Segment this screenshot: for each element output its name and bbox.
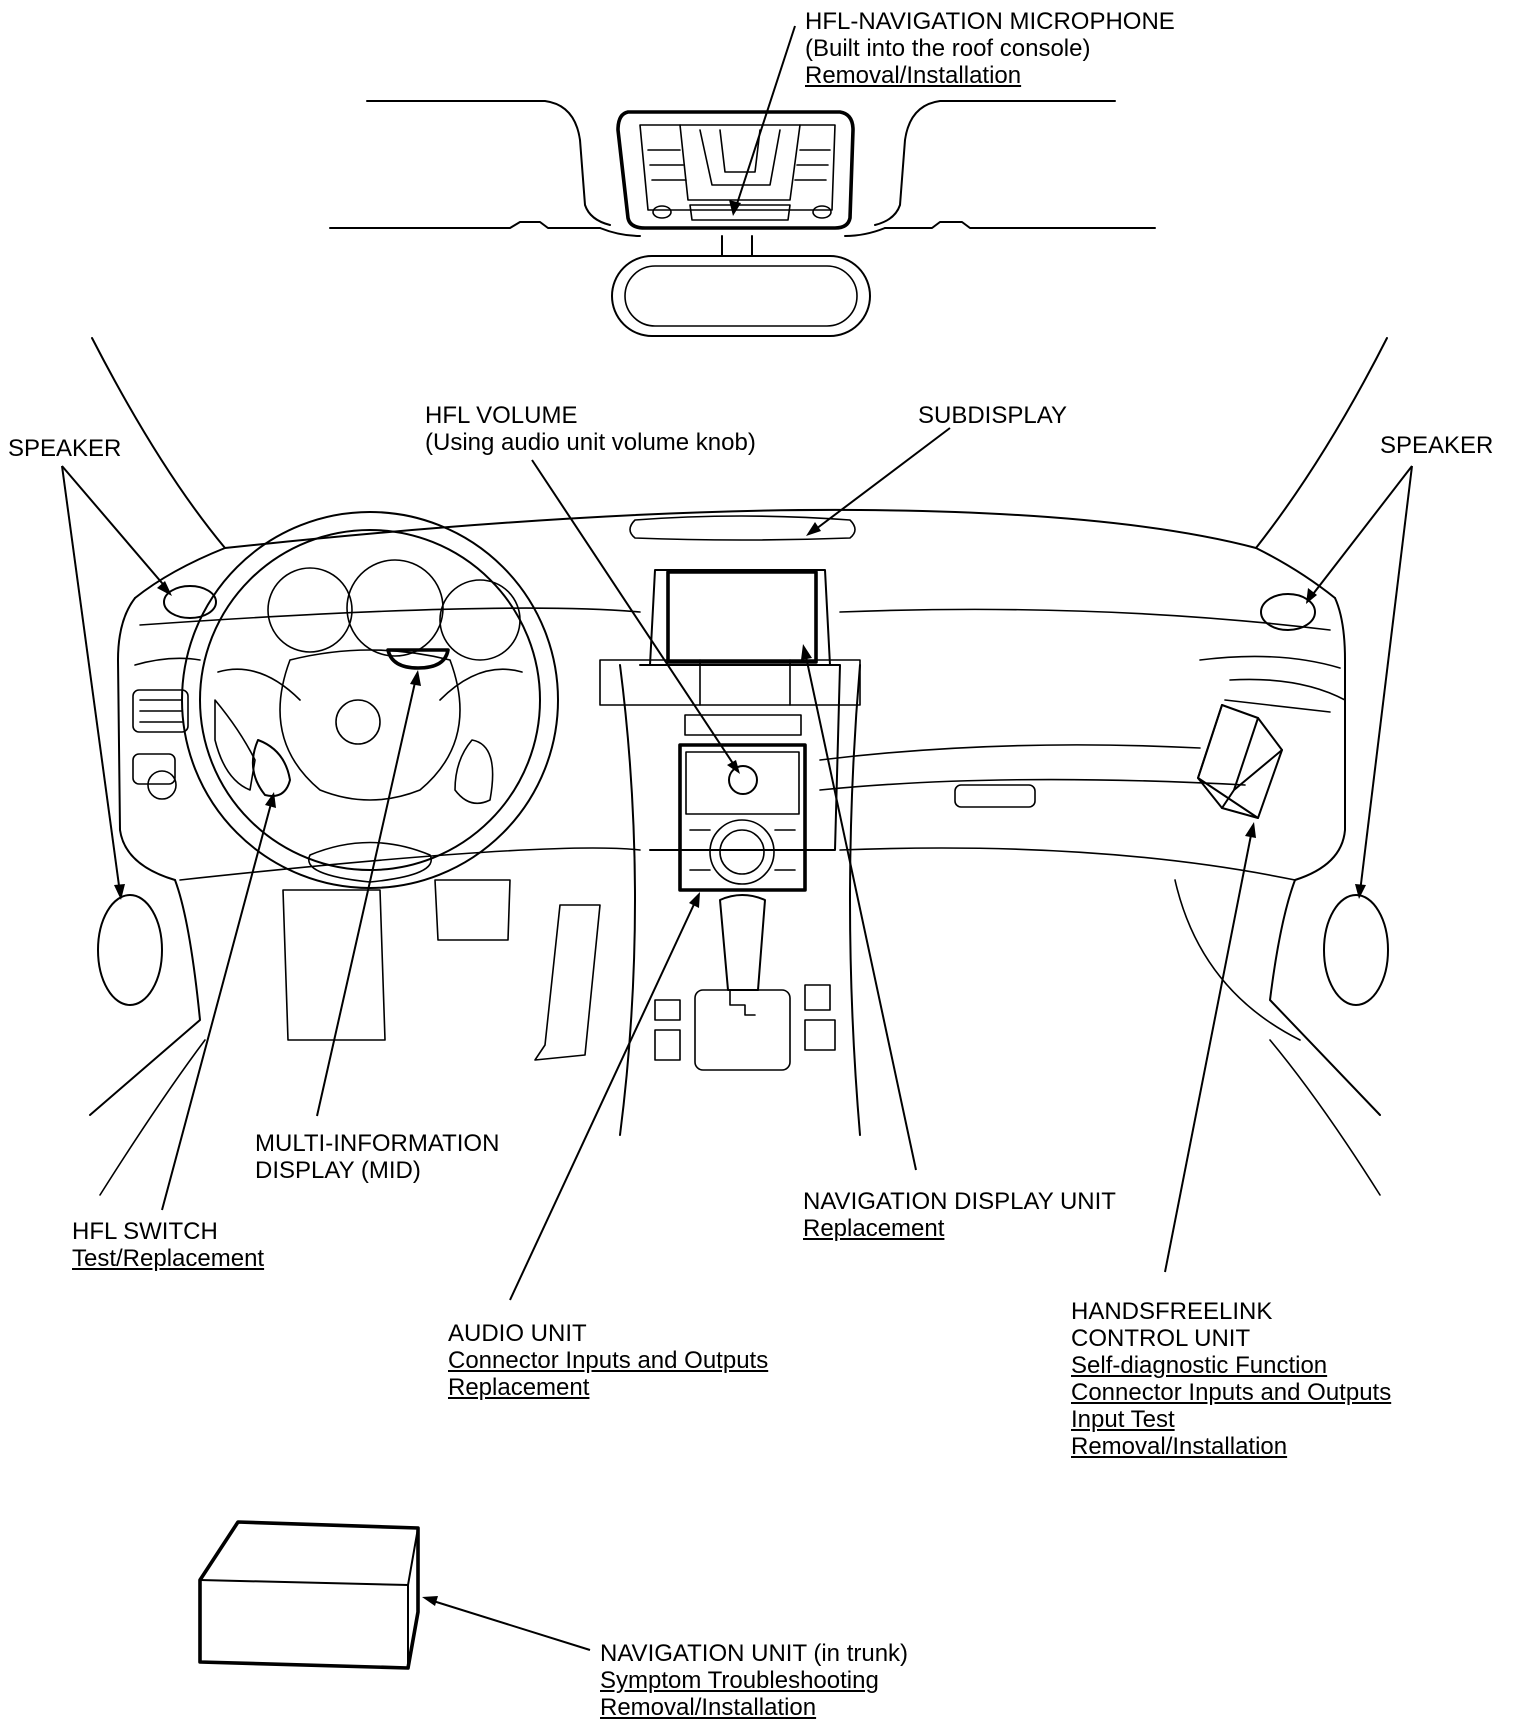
- steering-wheel: [181, 511, 559, 889]
- hfl-control-callout: HANDSFREELINK CONTROL UNIT Self-diagnost…: [1071, 1298, 1391, 1460]
- mid-callout: MULTI-INFORMATION DISPLAY (MID): [255, 1130, 499, 1184]
- hfl-switch-test-link[interactable]: Test/Replacement: [72, 1245, 265, 1272]
- mid-leader: [316, 670, 421, 1117]
- audio-unit-title: AUDIO UNIT: [448, 1320, 587, 1347]
- hfl-control-input-test-link[interactable]: Input Test: [1071, 1406, 1175, 1433]
- hfl-switch-title: HFL SWITCH: [72, 1218, 218, 1245]
- microphone-title: HFL-NAVIGATION MICROPHONE: [805, 8, 1175, 35]
- roof-console-illustration: [329, 100, 1156, 337]
- hfl-volume-note: (Using audio unit volume knob): [425, 429, 756, 456]
- audio-unit-leader: [509, 892, 700, 1301]
- subdisplay-callout: SUBDISPLAY: [918, 402, 1067, 429]
- handsfreelink-control-unit-box: [1197, 704, 1283, 819]
- speaker-left-title: SPEAKER: [8, 435, 122, 462]
- mid-title: MULTI-INFORMATION: [255, 1130, 500, 1157]
- nav-unit-leader: [422, 1596, 591, 1651]
- microphone-removal-link[interactable]: Removal/Installation: [805, 62, 1022, 89]
- audio-unit-connector-link[interactable]: Connector Inputs and Outputs: [448, 1347, 769, 1374]
- nav-unit-troubleshooting-link[interactable]: Symptom Troubleshooting: [600, 1667, 879, 1694]
- mid-title-line2: DISPLAY (MID): [255, 1157, 421, 1184]
- hfl-control-leader: [1164, 822, 1256, 1273]
- nav-display-replacement-link[interactable]: Replacement: [803, 1215, 945, 1242]
- subdisplay-title: SUBDISPLAY: [918, 402, 1067, 429]
- speaker-right-callout: SPEAKER: [1380, 432, 1493, 459]
- hfl-control-title-line2: CONTROL UNIT: [1071, 1325, 1251, 1352]
- subdisplay-leader: [806, 427, 951, 536]
- speaker-right-title: SPEAKER: [1380, 432, 1494, 459]
- speaker-right-leader: [1306, 465, 1413, 899]
- navigation-unit-box: [198, 1520, 420, 1670]
- microphone-callout: HFL-NAVIGATION MICROPHONE (Built into th…: [805, 8, 1175, 89]
- microphone-note: (Built into the roof console): [805, 35, 1091, 62]
- nav-unit-title: NAVIGATION UNIT (in trunk): [600, 1640, 909, 1667]
- hfl-volume-callout: HFL VOLUME (Using audio unit volume knob…: [425, 402, 756, 456]
- hfl-volume-leader: [531, 459, 740, 774]
- speaker-left-callout: SPEAKER: [8, 435, 121, 462]
- dashboard-outline: [89, 337, 1389, 1196]
- nav-unit-removal-link[interactable]: Removal/Installation: [600, 1694, 817, 1721]
- hfl-control-self-diag-link[interactable]: Self-diagnostic Function: [1071, 1352, 1328, 1379]
- nav-display-leader: [801, 644, 917, 1171]
- audio-unit-callout: AUDIO UNIT Connector Inputs and Outputs …: [448, 1320, 768, 1401]
- nav-unit-callout: NAVIGATION UNIT (in trunk) Symptom Troub…: [600, 1640, 908, 1721]
- hfl-control-connector-link[interactable]: Connector Inputs and Outputs: [1071, 1379, 1392, 1406]
- microphone-leader: [729, 25, 796, 216]
- hfl-control-removal-link[interactable]: Removal/Installation: [1071, 1433, 1288, 1460]
- audio-unit-replacement-link[interactable]: Replacement: [448, 1374, 590, 1401]
- hfl-switch-callout: HFL SWITCH Test/Replacement: [72, 1218, 264, 1272]
- hfl-volume-title: HFL VOLUME: [425, 402, 578, 429]
- nav-display-title: NAVIGATION DISPLAY UNIT: [803, 1188, 1116, 1215]
- hfl-control-title: HANDSFREELINK: [1071, 1298, 1273, 1325]
- hfl-switch-leader: [161, 792, 276, 1211]
- nav-display-callout: NAVIGATION DISPLAY UNIT Replacement: [803, 1188, 1116, 1242]
- leader-lines: [61, 25, 1413, 1651]
- speaker-left-leader: [61, 465, 172, 900]
